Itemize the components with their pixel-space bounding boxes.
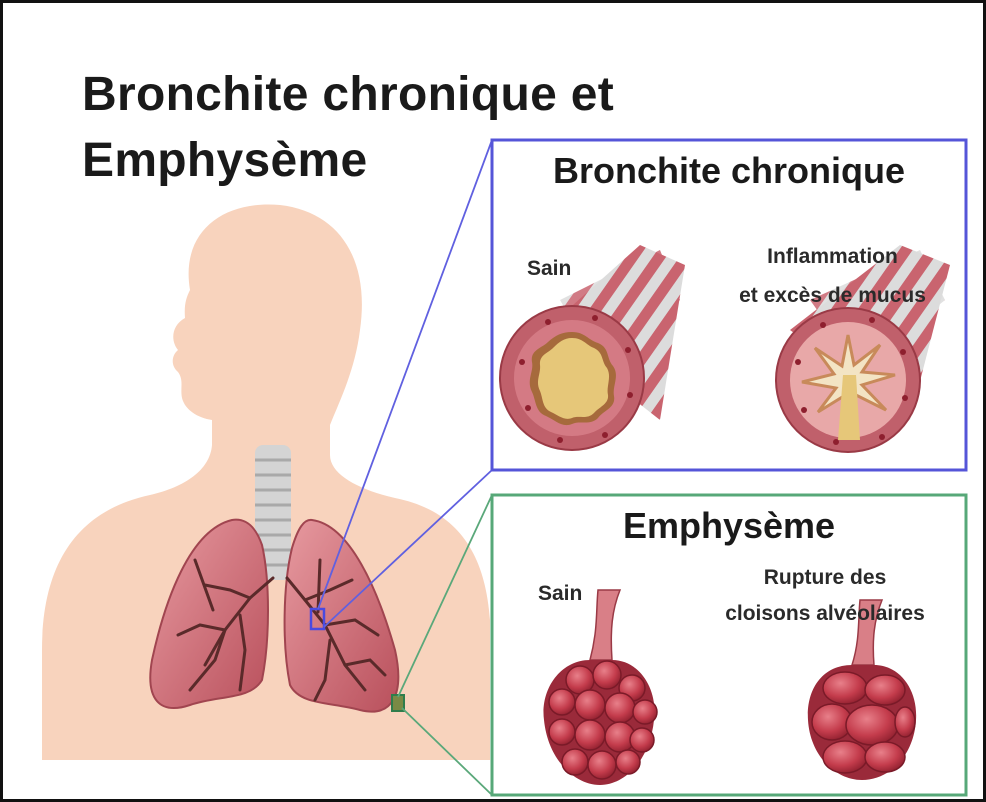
emphysema-heading: Emphysème (492, 505, 966, 547)
emphysema-diseased-label-2: cloisons alvéolaires (680, 602, 970, 626)
emphysema-healthy-label: Sain (538, 582, 582, 606)
title-line-1: Bronchite chronique et (82, 68, 614, 121)
emphysema-diseased-label-1: Rupture des (680, 566, 970, 590)
bronchitis-diseased-label-2: et excès de mucus (700, 284, 965, 308)
bronchitis-healthy-label: Sain (527, 257, 571, 281)
healthy-alveoli (543, 590, 657, 785)
damaged-alveoli (808, 600, 916, 780)
bronchitis-diseased-label-1: Inflammation (700, 245, 965, 269)
title-line-2: Emphysème (82, 134, 368, 187)
bronchitis-heading: Bronchite chronique (492, 150, 966, 192)
inflamed-bronchus (776, 245, 950, 452)
